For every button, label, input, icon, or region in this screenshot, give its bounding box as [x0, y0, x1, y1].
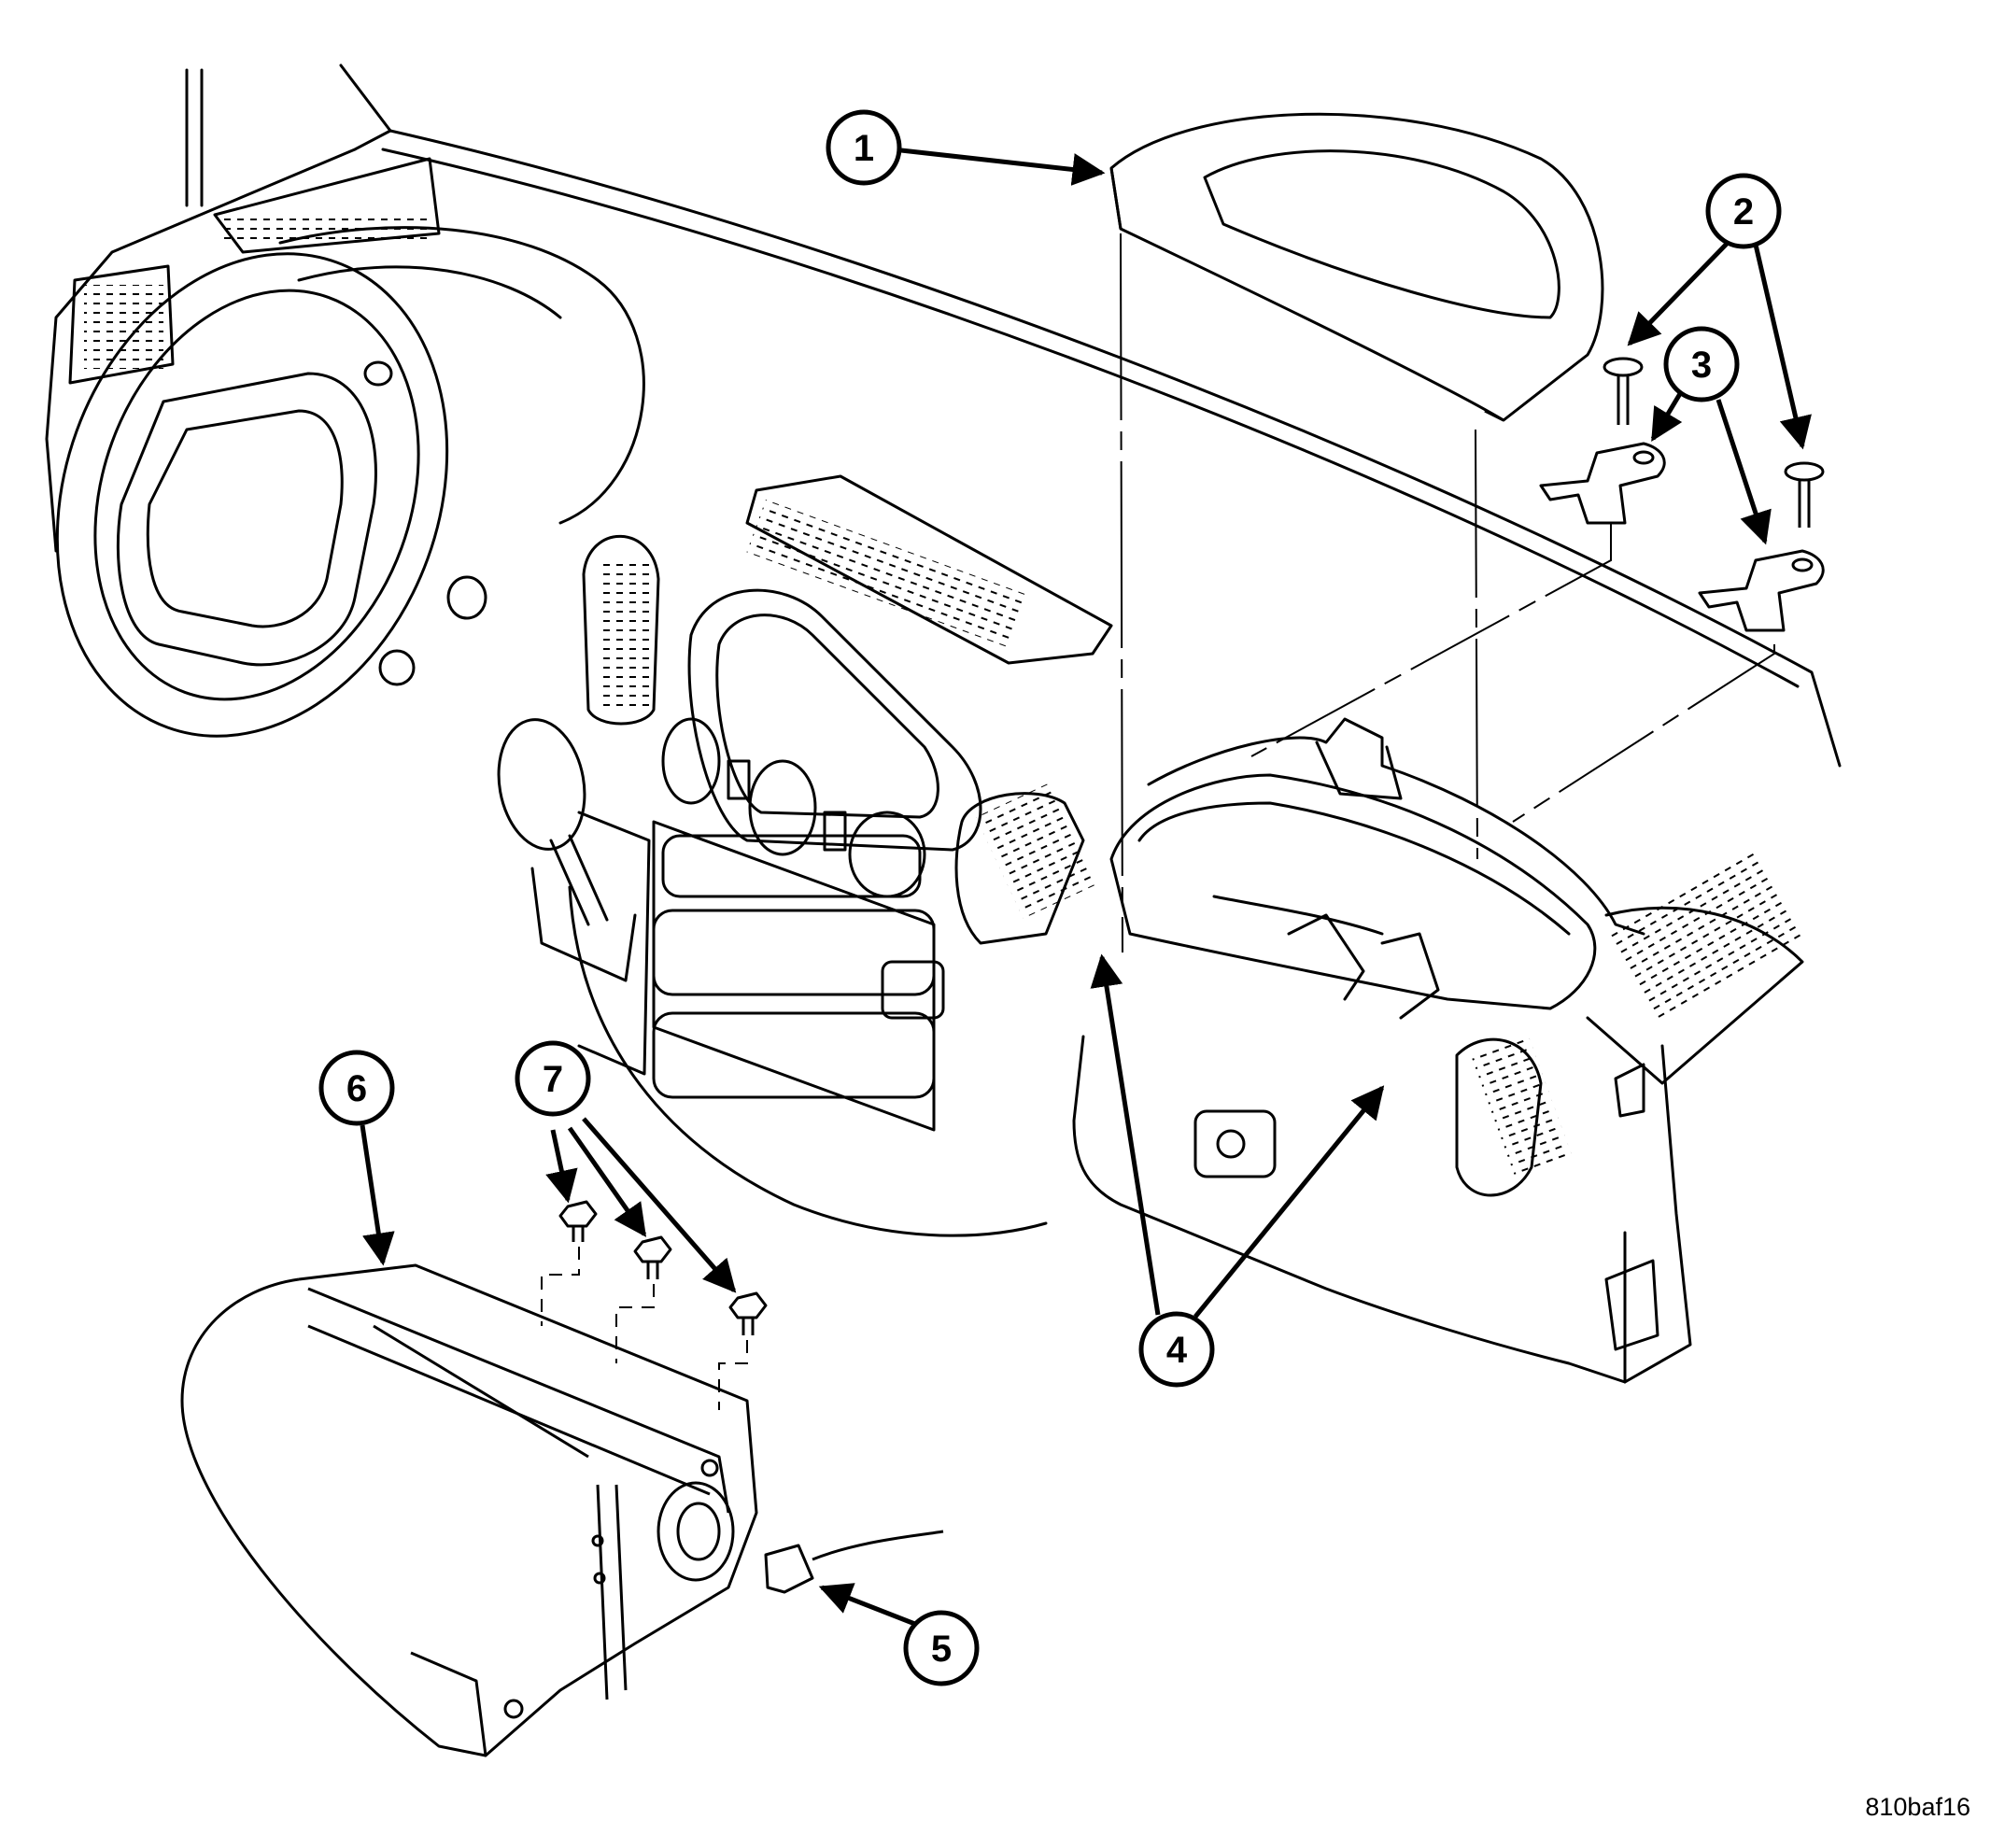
callout-3: 3 — [1663, 326, 1740, 402]
callout-5: 5 — [903, 1610, 980, 1686]
callout-5-label: 5 — [931, 1629, 952, 1670]
push-pins — [1603, 357, 1825, 528]
callout-4: 4 — [1138, 1311, 1215, 1388]
callout-3-label: 3 — [1691, 345, 1712, 386]
callout-6-label: 6 — [346, 1068, 367, 1109]
assembly-lines — [541, 233, 1775, 1410]
callout-2-label: 2 — [1733, 191, 1754, 233]
callout-4-label: 4 — [1166, 1330, 1188, 1371]
mounting-brackets — [1539, 442, 1825, 632]
leader-arrows — [360, 148, 1812, 1632]
airbag-module — [180, 1263, 758, 1757]
instrument-panel — [45, 63, 1842, 1384]
wiring-connector — [764, 1530, 944, 1594]
callout-7: 7 — [515, 1040, 591, 1117]
mounting-bolts — [558, 1200, 768, 1335]
callout-2: 2 — [1705, 173, 1782, 249]
figure-code: 810baf16 — [1865, 1793, 1970, 1821]
top-cover-panel — [1109, 112, 1604, 422]
callout-6: 6 — [318, 1050, 395, 1126]
callout-1-label: 1 — [854, 128, 874, 169]
callout-1: 1 — [826, 109, 902, 186]
callout-7-label: 7 — [543, 1059, 563, 1100]
